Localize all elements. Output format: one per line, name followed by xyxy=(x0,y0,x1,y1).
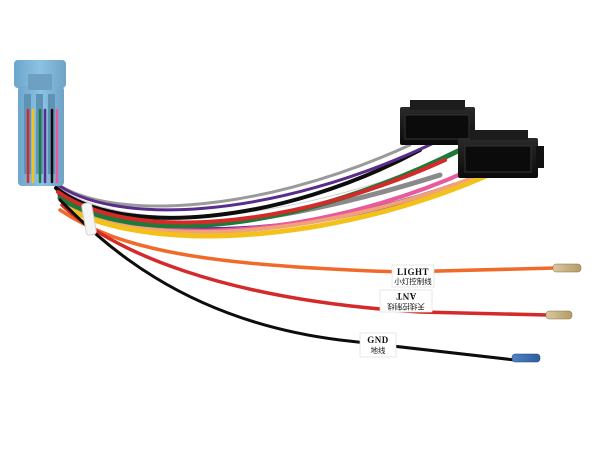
blue-connector xyxy=(14,60,66,186)
wire-terminal-light xyxy=(552,263,582,273)
label-light-subtitle: 小灯控制线 xyxy=(394,276,432,286)
label-light-title: LIGHT xyxy=(397,267,429,277)
label-gnd-title: GND xyxy=(367,335,389,345)
wire-terminal-ant xyxy=(545,310,573,320)
label-gnd: GND 地线 xyxy=(359,332,397,358)
label-ant-subtitle: 天线控制线 xyxy=(387,302,425,312)
wire-bundle xyxy=(50,138,498,239)
black-connector-left xyxy=(400,100,475,145)
label-gnd-subtitle: 地线 xyxy=(371,345,386,355)
wire-terminal-gnd xyxy=(511,353,541,363)
label-ant-title: ANT xyxy=(396,291,417,301)
label-light: LIGHT 小灯控制线 xyxy=(391,264,435,288)
cable-tie xyxy=(81,202,97,236)
label-ant: 天线控制线 ANT xyxy=(379,289,433,313)
black-connector-right xyxy=(458,130,544,178)
